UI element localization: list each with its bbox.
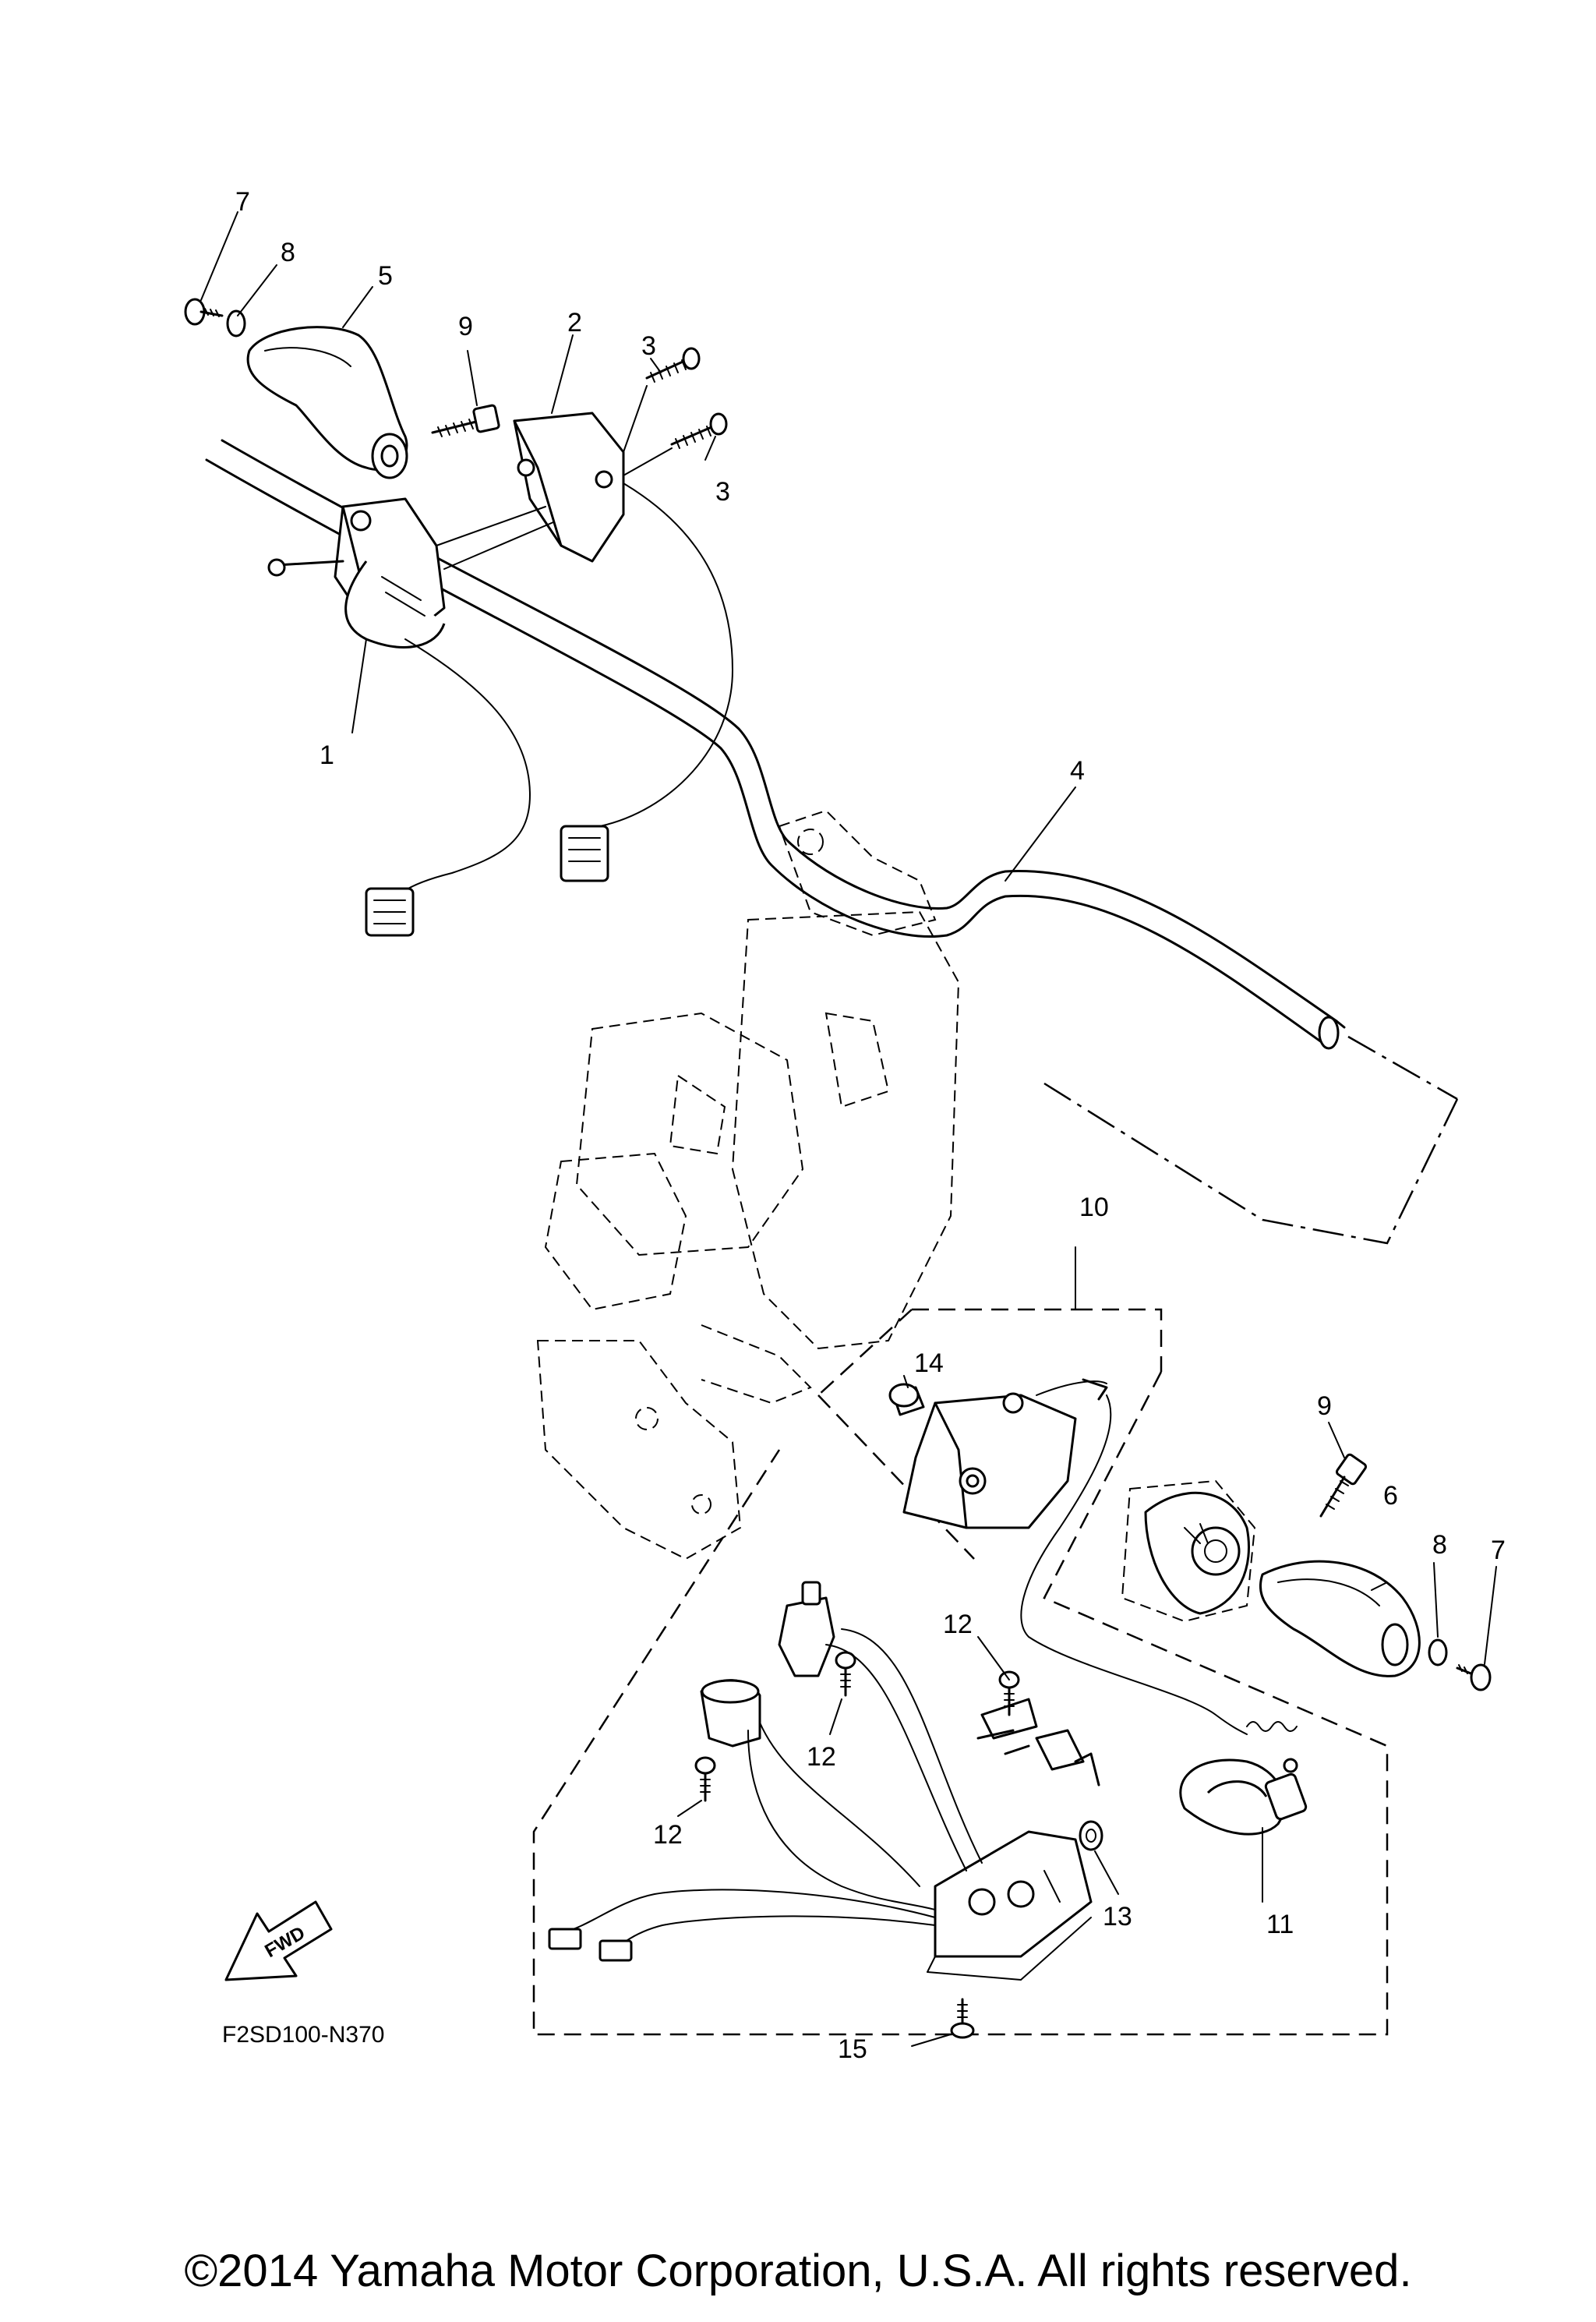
screw-3-lower <box>670 412 728 449</box>
callouts: 7 8 5 9 2 3 3 1 4 10 14 9 6 8 7 12 12 12… <box>235 187 1506 2064</box>
screw-7-left <box>184 298 224 326</box>
steering-column-ghost <box>536 809 960 1560</box>
screw-7-right <box>1456 1663 1492 1691</box>
callout-11: 11 <box>1266 1910 1294 1939</box>
switch-body <box>902 1378 1108 1529</box>
bolt-9-right <box>1319 1453 1368 1518</box>
kit-10-boundary <box>532 1308 1389 2036</box>
callout-9-right: 9 <box>1317 1391 1332 1421</box>
callout-13: 13 <box>1103 1902 1132 1931</box>
throttle-housing <box>1121 1479 1256 1623</box>
right-grip <box>1259 1560 1421 1677</box>
screw-12-c <box>694 1756 716 1802</box>
callout-4: 4 <box>1070 756 1085 786</box>
callout-7-left: 7 <box>235 187 250 217</box>
washer-8-right <box>1428 1638 1448 1666</box>
callout-15: 15 <box>838 2034 867 2064</box>
left-switch-housing <box>267 497 531 937</box>
screw-3-upper <box>645 347 701 383</box>
left-grip <box>246 326 408 479</box>
callout-6: 6 <box>1383 1481 1398 1511</box>
callout-8-right: 8 <box>1432 1530 1447 1560</box>
fwd-arrow-icon: FWD <box>224 1900 333 1981</box>
switch-assembly <box>548 1581 1100 1981</box>
grommet-13 <box>1079 1820 1103 1851</box>
callout-8-left: 8 <box>281 238 295 267</box>
switch-bracket <box>436 412 733 882</box>
callout-10: 10 <box>1079 1193 1109 1222</box>
screw-12-a <box>835 1651 856 1697</box>
washer-8-left <box>226 309 246 338</box>
copyright-notice: ©2014 Yamaha Motor Corporation, U.S.A. A… <box>184 2246 1412 2296</box>
handlebar <box>205 439 1459 1245</box>
callout-12-a: 12 <box>943 1610 973 1639</box>
callout-14: 14 <box>914 1348 944 1378</box>
callout-3-upper: 3 <box>641 331 656 361</box>
lanyard-clip <box>1020 1394 1308 1836</box>
cap-14 <box>888 1383 925 1416</box>
leader-lines <box>200 211 1497 2047</box>
callout-12-b: 12 <box>807 1742 836 1772</box>
callout-9-left: 9 <box>458 312 473 341</box>
callout-12-c: 12 <box>653 1820 683 1850</box>
callout-2: 2 <box>567 308 582 338</box>
diagram-code: F2SD100-N370 <box>222 2022 384 2048</box>
callout-7-right: 7 <box>1491 1536 1506 1565</box>
screw-15 <box>950 1998 975 2039</box>
bolt-9-left <box>431 404 500 437</box>
callout-1: 1 <box>320 740 334 770</box>
callout-5: 5 <box>378 261 393 291</box>
callout-3-lower: 3 <box>715 477 730 507</box>
